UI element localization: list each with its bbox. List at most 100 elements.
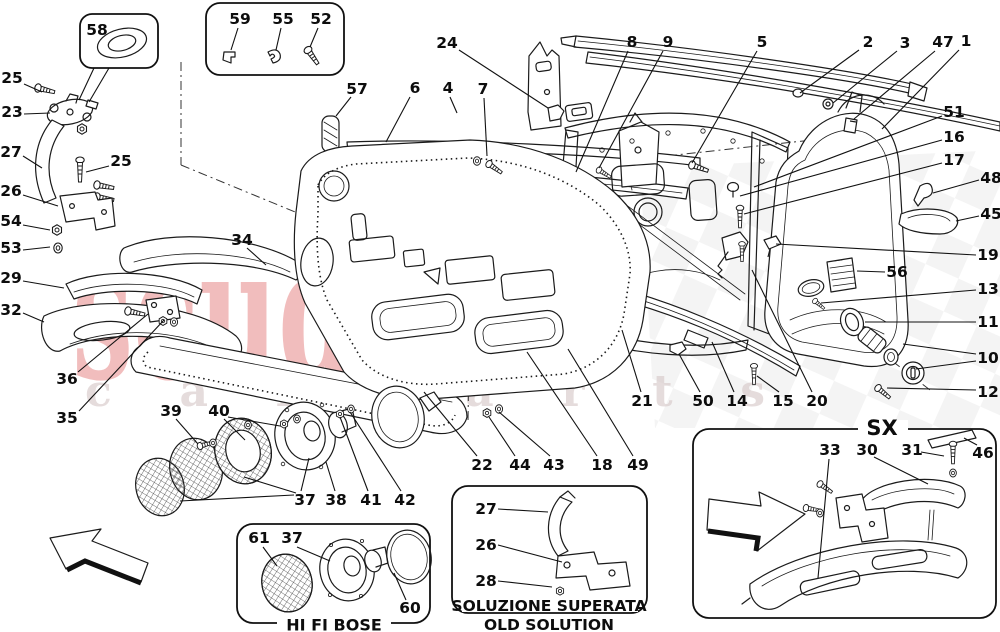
- part-label-25: 25: [1, 69, 23, 87]
- bush-57: [321, 115, 340, 153]
- leader-line-9: [598, 50, 664, 169]
- leader-line-55: [275, 27, 282, 51]
- leader-line-19: [775, 243, 977, 256]
- leader-line-25: [85, 165, 110, 173]
- part-label-57: 57: [346, 80, 368, 98]
- clip-icon: [267, 49, 281, 64]
- leader-line-18: [526, 351, 598, 457]
- part-label-51: 51: [943, 103, 965, 121]
- hinge-pillar: [527, 41, 660, 188]
- leader-line-23: [23, 112, 51, 115]
- leader-line-12: [886, 387, 977, 391]
- part-label-56: 56: [886, 263, 908, 281]
- part-label-17: 17: [943, 151, 965, 169]
- part-label-10: 10: [977, 349, 999, 367]
- part-label-26: 26: [0, 182, 22, 200]
- leader-line-44: [488, 416, 516, 457]
- part-label-47: 47: [932, 33, 954, 51]
- line-art: HI FI BOSE SOLUZIONE SUPERATA OLD SOLUTI…: [33, 2, 1000, 632]
- leader-line-58: [78, 67, 95, 101]
- part-label-23: 23: [1, 103, 23, 121]
- part-label-25: 25: [110, 152, 132, 170]
- part-label-58: 58: [86, 21, 108, 39]
- leader-line-46: [963, 437, 978, 446]
- sx-caption: SX: [866, 416, 897, 440]
- part-label-14: 14: [726, 392, 748, 410]
- part-label-7: 7: [478, 80, 489, 98]
- inset-box-hifi: HI FI BOSE: [236, 523, 432, 632]
- leader-line-37: [243, 476, 297, 494]
- part-label-34: 34: [231, 231, 253, 249]
- part-label-18: 18: [591, 456, 613, 474]
- part-label-49: 49: [627, 456, 649, 474]
- part-label-24: 24: [436, 34, 458, 52]
- leader-line-3: [832, 50, 898, 104]
- leader-line-51: [753, 115, 943, 188]
- part-label-41: 41: [360, 491, 382, 509]
- part-label-43: 43: [543, 456, 565, 474]
- inset-box-old-solution: SOLUZIONE SUPERATA OLD SOLUTION: [451, 485, 648, 632]
- leader-line-59: [230, 27, 239, 51]
- leader-line-1: [881, 49, 960, 130]
- leader-line-57: [335, 96, 352, 117]
- part-label-53: 53: [0, 239, 22, 257]
- leader-line-21: [621, 329, 642, 393]
- leader-line-60: [393, 572, 407, 601]
- leader-line-53: [22, 246, 51, 251]
- part-label-36: 36: [56, 370, 78, 388]
- leader-line-31: [920, 451, 945, 457]
- clip-part: [669, 341, 687, 356]
- part-label-55: 55: [272, 10, 294, 28]
- leader-line-58: [88, 67, 110, 103]
- part-label-44: 44: [509, 456, 531, 474]
- leader-line-39: [175, 418, 199, 445]
- clip-icon: [222, 51, 236, 64]
- leader-line-10: [902, 343, 977, 355]
- part-label-37: 37: [294, 491, 316, 509]
- leader-line-38: [325, 461, 336, 492]
- part-label-6: 6: [410, 79, 421, 97]
- leader-line-4: [449, 96, 458, 114]
- part-label-28: 28: [475, 572, 497, 590]
- leader-line-27: [497, 508, 549, 513]
- hifi-bose-caption: HI FI BOSE: [286, 616, 382, 632]
- part-label-39: 39: [160, 402, 182, 420]
- part-label-32: 32: [0, 301, 22, 319]
- leader-line-13: [820, 289, 977, 304]
- part-label-38: 38: [325, 491, 347, 509]
- leader-line-45: [955, 215, 980, 222]
- handle-part: [898, 208, 959, 235]
- part-label-11: 11: [977, 313, 999, 331]
- leader-lines: [22, 27, 980, 601]
- part-label-61: 61: [248, 529, 270, 547]
- old-solution-caption-line2: OLD SOLUTION: [484, 616, 614, 632]
- part-label-29: 29: [0, 269, 22, 287]
- screw-icon: [302, 44, 322, 67]
- part-label-45: 45: [980, 205, 1000, 223]
- leader-line-49: [567, 348, 634, 457]
- part-label-33: 33: [819, 441, 841, 459]
- leader-line-34: [246, 247, 267, 266]
- leader-line-37: [179, 494, 295, 502]
- part-label-27: 27: [475, 500, 497, 518]
- leader-line-33: [817, 458, 830, 579]
- leader-line-20: [751, 269, 813, 393]
- part-label-54: 54: [0, 212, 22, 230]
- part-label-48: 48: [980, 169, 1000, 187]
- inset-box-grommet: [79, 13, 159, 69]
- lock-barrel-parts: [811, 296, 925, 402]
- part-label-8: 8: [627, 33, 638, 51]
- leader-line-7: [483, 97, 488, 157]
- leader-line-22: [423, 391, 478, 457]
- direction-arrow-left: [49, 528, 149, 586]
- part-label-9: 9: [663, 33, 674, 51]
- leader-line-48: [932, 179, 980, 194]
- leader-line-50: [678, 353, 701, 393]
- part-label-27: 27: [0, 143, 22, 161]
- leader-line-17: [743, 162, 943, 215]
- part-label-4: 4: [443, 79, 454, 97]
- inset-box-fasteners: [205, 2, 345, 76]
- part-label-59: 59: [229, 10, 251, 28]
